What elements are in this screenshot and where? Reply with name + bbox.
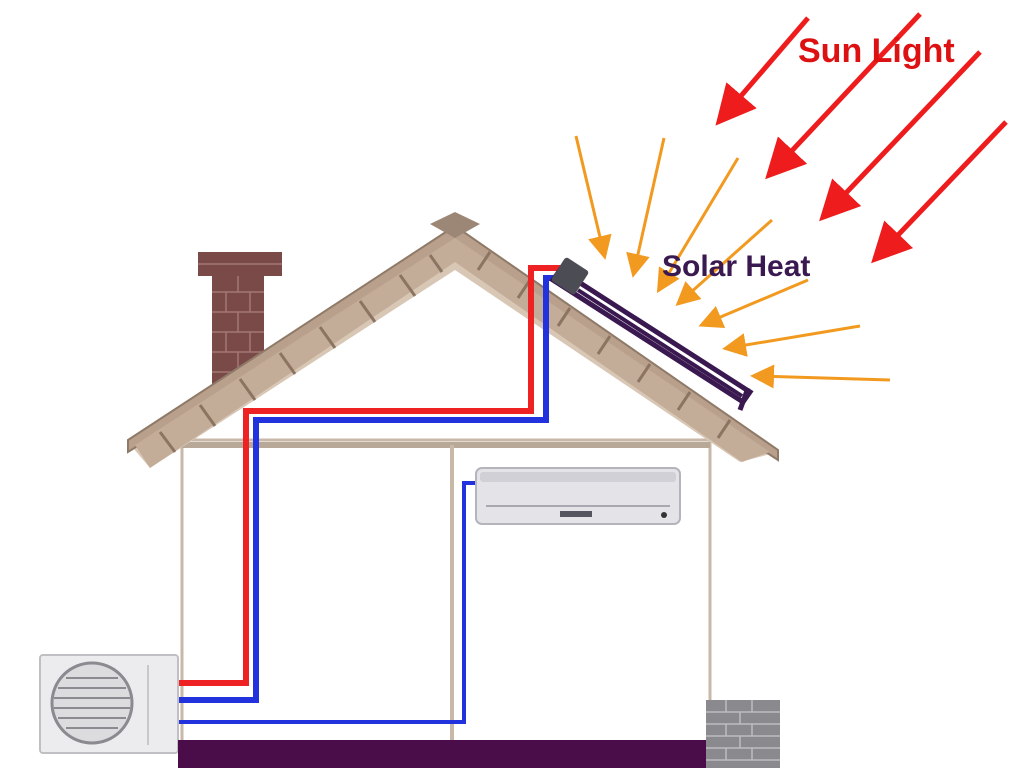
solar-collector-icon: [549, 257, 754, 411]
hot-refrigerant-pipe: [178, 265, 572, 686]
heat-arrow-1: [574, 135, 612, 260]
sun-arrow-4: [871, 120, 1008, 264]
heat-arrow-4: [675, 218, 773, 306]
sun-arrow-1: [715, 16, 810, 126]
indoor-return-pipe: [178, 481, 478, 724]
condenser-unit-icon: [39, 654, 179, 754]
brick-post: [706, 700, 780, 768]
heat-arrow-2: [626, 137, 666, 278]
roof: [127, 212, 779, 468]
sun-light-arrows: [715, 12, 1008, 264]
house-floor: [178, 740, 708, 768]
sun-light-label: Sun Light: [798, 32, 955, 70]
solar-heat-label: Solar Heat: [662, 250, 810, 283]
chimney: [198, 252, 282, 387]
cold-refrigerant-pipe: [178, 275, 572, 703]
heat-arrow-5: [698, 278, 809, 329]
heat-arrow-3: [656, 157, 740, 294]
solar-heat-arrows: [574, 135, 891, 389]
wall-ac-unit-icon: [475, 467, 681, 525]
heat-arrow-6: [722, 324, 861, 357]
sun-arrow-2: [765, 12, 922, 180]
heat-arrow-7: [750, 364, 891, 389]
sun-arrow-3: [819, 50, 982, 222]
